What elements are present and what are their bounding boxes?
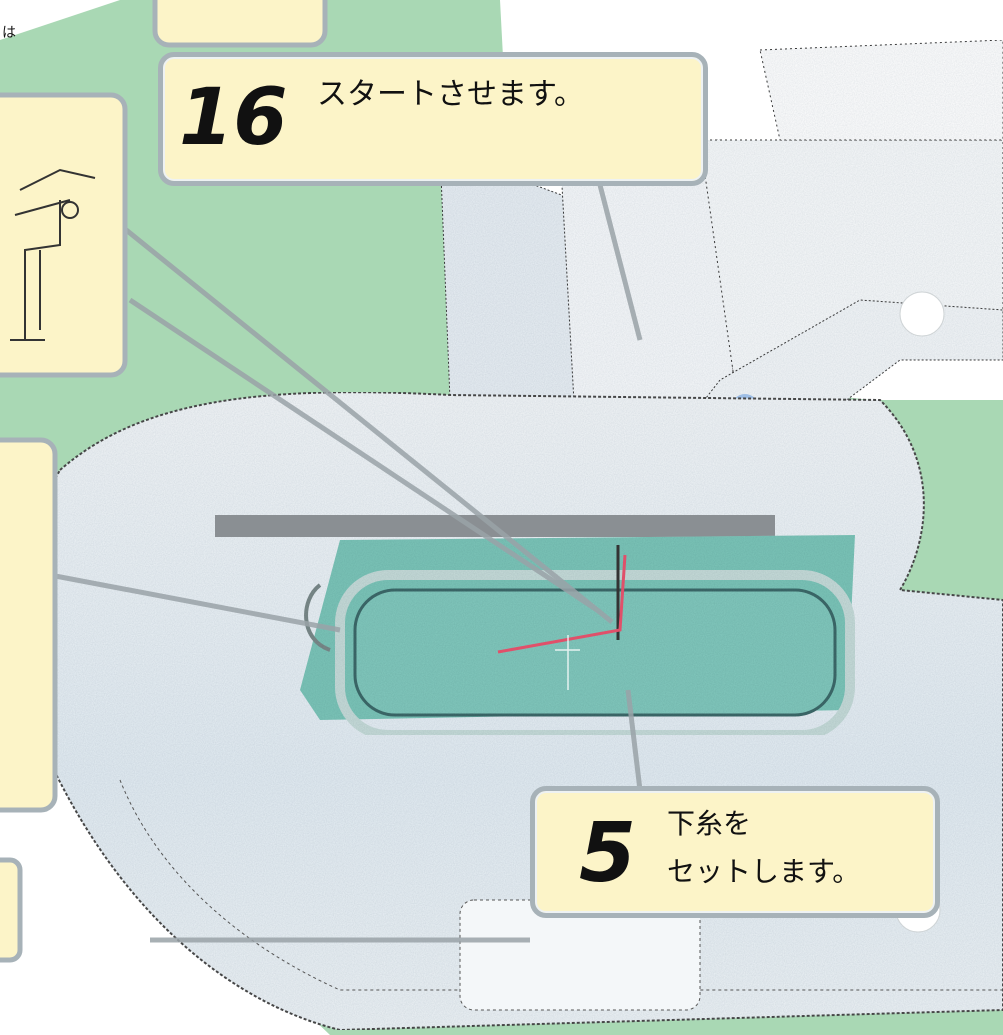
step-5-instruction-line1: 下糸を (667, 807, 752, 840)
binder-hole-top (899, 291, 945, 337)
step-16-instruction: スタートさせます。 (317, 77, 584, 112)
bobbin-cover (459, 899, 701, 1011)
top-callout-partial (152, 0, 328, 48)
step-5-callout: 5 下糸を セットします。 (530, 786, 940, 918)
step-5-instruction-line2: セットします。 (667, 855, 861, 888)
left-callout-3 (0, 857, 23, 963)
left-callout-2 (0, 437, 58, 813)
presser-foot-illustration (0, 92, 128, 378)
embroidery-hoop (300, 535, 855, 740)
edge-text: は (2, 25, 16, 41)
bed-lower-panel (119, 779, 1003, 991)
leader-lines (49, 184, 643, 943)
step-5-number: 5 (579, 806, 637, 901)
step-16-number: 16 (179, 73, 288, 163)
red-thread (497, 554, 627, 654)
step-16-callout: 16 スタートさせます。 (158, 52, 708, 186)
